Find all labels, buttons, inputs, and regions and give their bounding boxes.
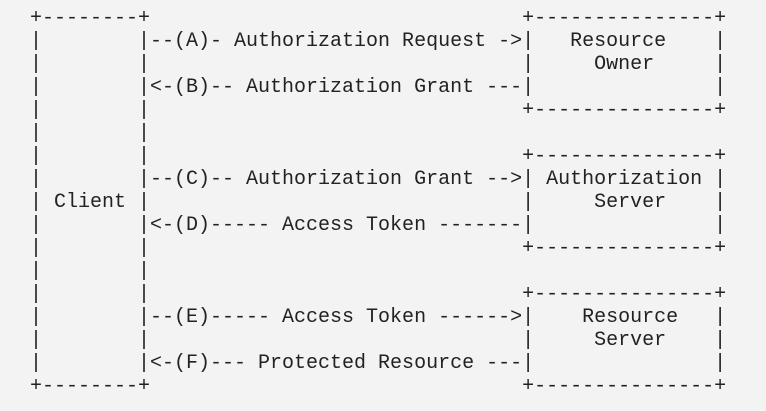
diagram-line-step-e-access-token: | |--(E)----- Access Token ------>| Reso… [30, 306, 727, 329]
diagram-line-client-side-2: | | [30, 260, 151, 283]
diagram-line-step-a-authorization-request: | |--(A)- Authorization Request ->| Reso… [30, 30, 727, 53]
diagram-line-resource-server-top: | | +---------------+ [30, 283, 727, 306]
diagram-line-authorization-server-bottom: | | +---------------+ [30, 237, 727, 260]
diagram-line-step-b-authorization-grant: | |<-(B)-- Authorization Grant ---| | [30, 76, 727, 99]
diagram-line-client-label-server-label: | Client | | Server | [30, 191, 727, 214]
diagram-line-step-d-access-token: | |<-(D)----- Access Token -------| | [30, 214, 727, 237]
ascii-protocol-diagram: +--------+ +---------------+| |--(A)- Au… [30, 7, 726, 398]
diagram-line-authorization-server-top: | | +---------------+ [30, 145, 727, 168]
diagram-line-client-bottom-resource-server-bottom: +--------+ +---------------+ [30, 375, 727, 398]
diagram-line-resource-owner-bottom: | | +---------------+ [30, 99, 727, 122]
diagram-line-client-top-resource-owner-top: +--------+ +---------------+ [30, 7, 727, 30]
diagram-line-step-f-protected-resource: | |<-(F)--- Protected Resource ---| | [30, 352, 727, 375]
diagram-line-client-side-1: | | [30, 122, 151, 145]
diagram-line-resource-server-label: | | | Server | [30, 329, 727, 352]
diagram-line-resource-owner-label: | | | Owner | [30, 53, 727, 76]
diagram-line-step-c-authorization-grant: | |--(C)-- Authorization Grant -->| Auth… [30, 168, 727, 191]
